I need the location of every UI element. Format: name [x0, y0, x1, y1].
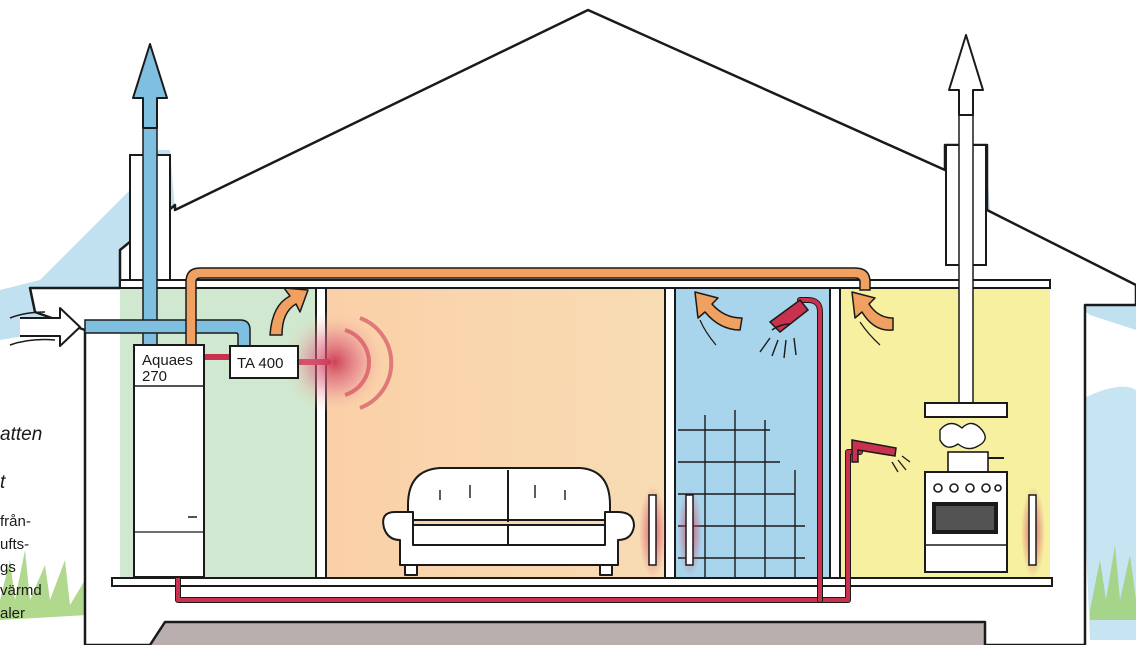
heat-pump-label-line2: 270	[142, 368, 167, 385]
ground	[130, 622, 1030, 645]
water-heater-label: TA 400	[237, 355, 283, 372]
caption-line-7: aler	[0, 605, 25, 622]
cut-off-caption: atten t från- ufts- gs värmd aler	[0, 424, 42, 622]
caption-line-1: atten	[0, 424, 42, 445]
exhaust-arrow-right	[949, 35, 983, 115]
radiator-kitchen	[1021, 486, 1045, 578]
caption-line-3: från-	[0, 513, 31, 530]
caption-line-4: ufts-	[0, 536, 29, 553]
caption-line-2: t	[0, 472, 6, 493]
exhaust-arrow-left	[133, 44, 167, 128]
heat-pump-label-line1: Aquaes	[142, 352, 193, 369]
radiator-living	[639, 486, 667, 578]
caption-line-6: värmd	[0, 582, 42, 599]
caption-line-5: gs	[0, 559, 16, 576]
water-heater-unit: TA 400	[230, 346, 298, 378]
heat-pump-unit: Aquaes 270	[134, 345, 204, 577]
radiator-bathroom	[678, 488, 702, 576]
